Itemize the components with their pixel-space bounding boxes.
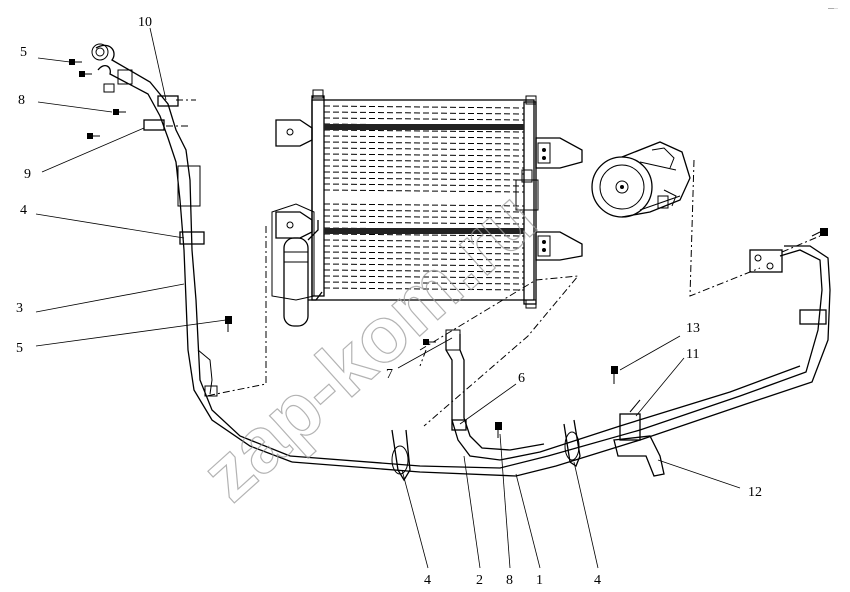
callout-8-bottom: 8 [506,573,513,588]
callout-7: 7 [386,367,393,382]
callout-2: 2 [476,573,483,588]
callout-10: 10 [138,15,152,30]
clamp-9 [143,119,165,131]
callout-3: 3 [16,301,23,316]
clamp-4-right [563,419,581,467]
callout-12: 12 [748,485,762,500]
callout-13: 13 [686,321,700,336]
clamp-10 [157,95,179,107]
hose-1 [289,245,831,477]
watermark: zap-kom.ru [184,174,552,518]
callout-6: 6 [518,371,525,386]
leader-lines [35,27,741,569]
hose-3 [91,43,293,463]
corner-mark: —·· [828,6,838,12]
callout-5-bottom: 5 [16,341,23,356]
condenser [275,89,583,309]
callouts: 10 5 8 9 4 3 5 7 6 13 11 12 4 2 8 1 4 [16,15,762,588]
callout-11: 11 [686,347,699,362]
receiver-drier [271,203,323,327]
callout-1: 1 [536,573,543,588]
callout-4-bottom-right: 4 [594,573,601,588]
callout-4-left: 4 [20,203,27,218]
bracket-12 [613,399,665,477]
callout-9: 9 [24,167,31,182]
callout-5-top: 5 [20,45,27,60]
compressor [591,141,691,218]
callout-4-bottom-left: 4 [424,573,431,588]
bolts [69,59,828,438]
callout-8-top: 8 [18,93,25,108]
clamp-4-left [391,429,411,482]
hose-2 [445,329,801,461]
